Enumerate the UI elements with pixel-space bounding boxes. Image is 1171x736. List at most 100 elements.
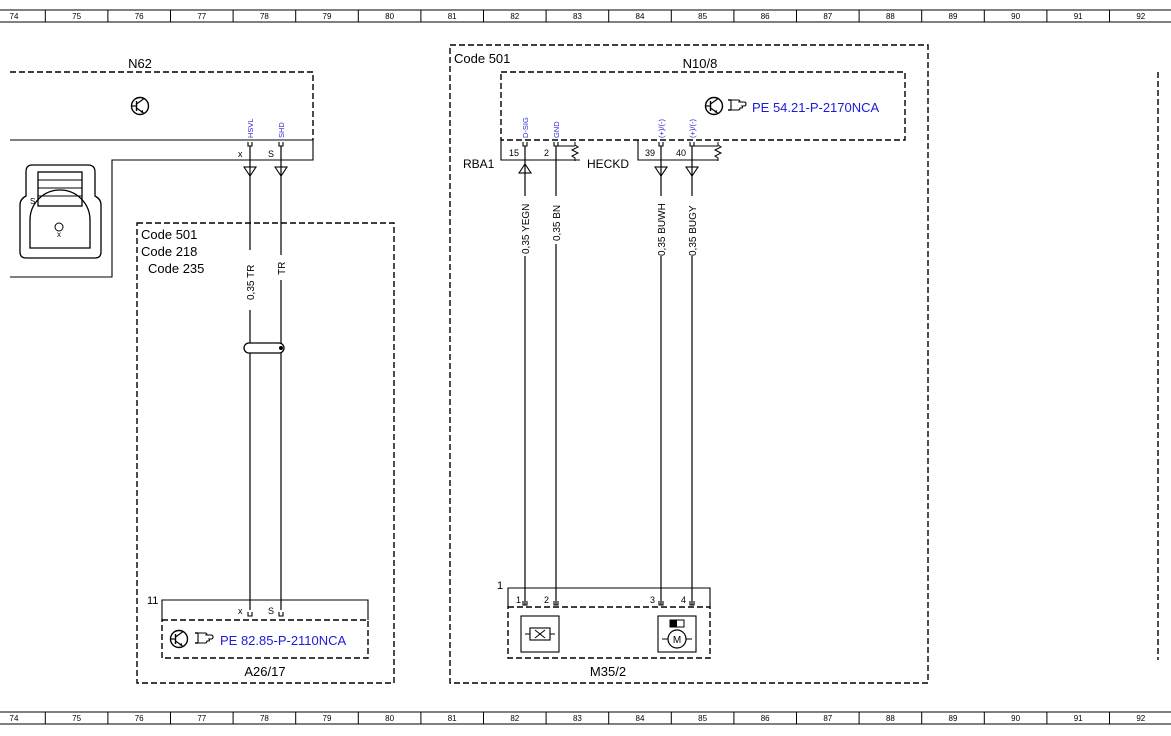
pin-marker: [278, 611, 284, 617]
ruler-number: 89: [949, 12, 958, 21]
pin-marker: [689, 141, 695, 147]
pin-signal-pm-39: (+)/(-): [657, 119, 666, 138]
heckd-label: HECKD: [587, 157, 629, 171]
ruler-number: 90: [1011, 12, 1020, 21]
ruler-number: 75: [72, 714, 81, 723]
right-wiring: 0,35 YEGN 0,35 BN 0,35 BUWH 0,35 BUGY: [518, 146, 699, 605]
pin-signal-d-sig: D-SIG: [521, 117, 530, 138]
transistor-icon: [130, 96, 150, 116]
ruler-number: 88: [886, 12, 895, 21]
pointing-hand-icon: [194, 632, 214, 644]
wire-label: 0,35 TR: [246, 265, 257, 300]
code-label: Code 235: [148, 261, 204, 276]
code-box-right: Code 501: [449, 44, 929, 684]
connector-x-label: x: [57, 230, 61, 239]
n108-module: N10/8 PE 54.21-P-2170NCA D-SIG GND (+)/(…: [463, 56, 906, 171]
left-wiring: 0,35 TR TR: [243, 146, 288, 610]
ruler-number: 81: [448, 12, 457, 21]
actuator-switch-icon: [520, 615, 560, 653]
ruler-number: 83: [573, 12, 582, 21]
ruler-number: 75: [72, 12, 81, 21]
n108-pin-number: 40: [676, 148, 686, 158]
a2617-title: A26/17: [244, 664, 285, 679]
ruler-number: 79: [323, 714, 332, 723]
pin-marker: [278, 141, 284, 147]
ruler-number: 85: [698, 714, 707, 723]
ruler-number: 81: [448, 714, 457, 723]
code-label: Code 218: [141, 244, 197, 259]
pin-signal-gnd: GND: [552, 121, 561, 138]
wire-label: 0,35 BN: [552, 205, 563, 241]
sensor-connector-icon: [19, 164, 102, 259]
ruler-number: 82: [510, 714, 519, 723]
pin-signal-shd: SHD: [277, 122, 286, 138]
n108-pin-number: 39: [645, 148, 655, 158]
resistor-icon: [571, 141, 579, 162]
ruler-number: 79: [323, 12, 332, 21]
n108-title: N10/8: [683, 56, 718, 71]
ruler-number: 74: [10, 12, 19, 21]
n62-title: N62: [128, 56, 152, 71]
a2617-reference-link[interactable]: PE 82.85-P-2110NCA: [220, 633, 347, 648]
m352-pin: 2: [544, 595, 549, 605]
ruler-number: 91: [1074, 12, 1083, 21]
resistor-icon: [714, 141, 722, 162]
ruler-number: 91: [1074, 714, 1083, 723]
connector-s-label: S: [30, 197, 35, 206]
ruler-number: 89: [949, 714, 958, 723]
rba1-label: RBA1: [463, 157, 495, 171]
ruler-number: 80: [385, 12, 394, 21]
transistor-icon: [704, 96, 724, 116]
code-box-left: Code 501 Code 218 Code 235: [136, 222, 395, 684]
ruler-number: 85: [698, 12, 707, 21]
ruler-number: 78: [260, 12, 269, 21]
ruler-number: 87: [823, 12, 832, 21]
transistor-icon: [169, 629, 189, 649]
wire-label: 0,35 BUGY: [688, 205, 699, 256]
ruler-number: 76: [135, 714, 144, 723]
ruler-number: 90: [1011, 714, 1020, 723]
wire-label: 0,35 BUWH: [657, 203, 668, 256]
pin-marker: [522, 141, 528, 147]
ruler-number: 84: [636, 12, 645, 21]
ruler-number: 92: [1136, 714, 1145, 723]
m352-module: 1 1 2 3 4 M M35/2: [497, 580, 711, 679]
ruler-number: 77: [197, 714, 206, 723]
motor-icon: [657, 615, 697, 653]
pin-marker: [247, 611, 253, 617]
pointing-hand-icon: [727, 99, 747, 111]
pin-signal-hsvl: HSVL: [246, 118, 255, 138]
pin-marker: [658, 141, 664, 147]
shield-splice-icon: [243, 342, 285, 354]
m352-pin: 1: [516, 595, 521, 605]
ruler-number: 76: [135, 12, 144, 21]
n62-module: N62 S x HSVL SHD x S: [10, 56, 314, 278]
n108-reference-link[interactable]: PE 54.21-P-2170NCA: [752, 100, 880, 115]
m352-pin: 4: [681, 595, 686, 605]
pin-marker: [553, 141, 559, 147]
ruler-number: 87: [823, 714, 832, 723]
a2617-pin-number: 11: [147, 595, 158, 607]
contact-x-label: x: [238, 606, 243, 616]
ruler-number: 78: [260, 714, 269, 723]
wire-label: TR: [277, 262, 288, 275]
m352-pin-number: 1: [497, 580, 503, 592]
ruler-number: 77: [197, 12, 206, 21]
m352-pin: 3: [650, 595, 655, 605]
ruler-number: 80: [385, 714, 394, 723]
n108-pin-number: 15: [509, 148, 519, 158]
n108-pin-number: 2: [544, 148, 549, 158]
contact-x-label: x: [238, 149, 243, 159]
ruler-number: 86: [761, 12, 770, 21]
code-label: Code 501: [141, 227, 197, 242]
code-label: Code 501: [454, 51, 510, 66]
wire-label: 0,35 YEGN: [521, 204, 532, 254]
contact-s-label: S: [268, 149, 274, 159]
ruler-number: 82: [510, 12, 519, 21]
ruler-number: 86: [761, 714, 770, 723]
a2617-module: 11 x S PE 82.85-P-2110NCA A26/17: [147, 595, 369, 679]
ruler-number: 88: [886, 714, 895, 723]
